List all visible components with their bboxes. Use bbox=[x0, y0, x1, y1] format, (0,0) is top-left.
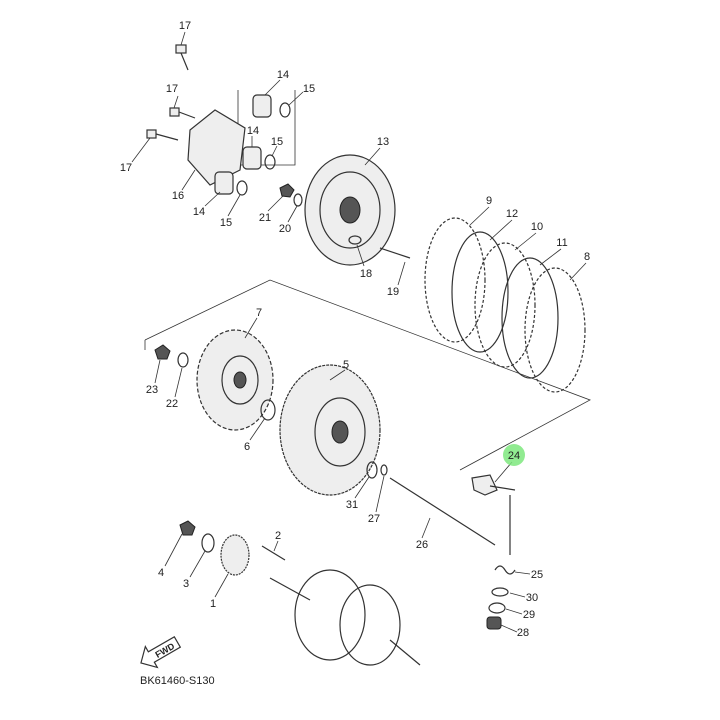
callout-21: 21 bbox=[259, 212, 271, 224]
callout-22: 22 bbox=[166, 398, 178, 410]
callout-31: 31 bbox=[346, 499, 358, 511]
leader-lines bbox=[131, 31, 587, 633]
washer-22 bbox=[177, 352, 189, 368]
callout-18: 18 bbox=[360, 268, 372, 280]
callout-1: 1 bbox=[210, 598, 216, 610]
callout-10: 10 bbox=[531, 221, 543, 233]
callout-23: 23 bbox=[146, 384, 158, 396]
callout-5: 5 bbox=[343, 359, 349, 371]
seal-29 bbox=[488, 602, 506, 614]
callout-17: 17 bbox=[166, 83, 178, 95]
callout-25: 25 bbox=[531, 569, 543, 581]
callout-6: 6 bbox=[244, 441, 250, 453]
callout-27: 27 bbox=[368, 513, 380, 525]
clutch-pack-group-outline bbox=[144, 279, 591, 471]
nut-4 bbox=[179, 520, 196, 536]
spring-25 bbox=[494, 565, 516, 575]
pressure-plate-16 bbox=[187, 109, 246, 186]
callout-4: 4 bbox=[158, 567, 164, 579]
callout-12: 12 bbox=[506, 208, 518, 220]
callout-13: 13 bbox=[377, 136, 389, 148]
callout-3: 3 bbox=[183, 578, 189, 590]
callout-17: 17 bbox=[120, 162, 132, 174]
washer-18 bbox=[348, 235, 362, 245]
bolt-17-low bbox=[146, 129, 179, 141]
nut-23 bbox=[154, 344, 171, 360]
callout-11: 11 bbox=[556, 237, 567, 249]
crankshaft bbox=[269, 569, 421, 666]
primary-gear-7 bbox=[196, 329, 274, 431]
rod-19 bbox=[379, 247, 411, 259]
washers-15 bbox=[236, 102, 291, 196]
callout-15: 15 bbox=[303, 83, 315, 95]
washer-20 bbox=[293, 193, 303, 207]
washer-3 bbox=[201, 533, 215, 553]
fwd-arrow-icon: FWD bbox=[140, 635, 182, 669]
circlip-30 bbox=[491, 587, 509, 597]
callout-19: 19 bbox=[387, 286, 399, 298]
clutch-boss-13 bbox=[304, 154, 396, 266]
callout-9: 9 bbox=[486, 195, 492, 207]
callout-29: 29 bbox=[523, 609, 535, 621]
callout-20: 20 bbox=[279, 223, 291, 235]
callout-15: 15 bbox=[220, 217, 232, 229]
ring-27 bbox=[380, 464, 388, 476]
callout-8: 8 bbox=[584, 251, 590, 263]
o-ring-31 bbox=[366, 461, 378, 479]
callout-26: 26 bbox=[416, 539, 428, 551]
clutch-housing-5 bbox=[279, 364, 381, 496]
washer-6 bbox=[260, 399, 276, 421]
bolt-17-mid bbox=[169, 107, 196, 119]
callout-2: 2 bbox=[275, 530, 281, 542]
callout-17: 17 bbox=[179, 20, 191, 32]
callout-24: 24 bbox=[508, 450, 520, 462]
primary-drive-gear-1 bbox=[220, 534, 250, 576]
friction-plates bbox=[424, 217, 586, 393]
callout-14: 14 bbox=[247, 125, 259, 137]
key-2 bbox=[261, 545, 286, 561]
diagram-code: BK61460-S130 bbox=[140, 675, 215, 687]
callout-15: 15 bbox=[271, 136, 283, 148]
callout-14: 14 bbox=[277, 69, 289, 81]
callout-30: 30 bbox=[526, 592, 538, 604]
push-rod-26 bbox=[389, 477, 496, 546]
bolt-17-top bbox=[175, 44, 189, 71]
nut-21 bbox=[279, 183, 295, 198]
callout-7: 7 bbox=[256, 307, 262, 319]
highlight-marker-24 bbox=[503, 444, 525, 466]
callout-14: 14 bbox=[193, 206, 205, 218]
bearing-28 bbox=[486, 616, 502, 630]
push-lever-24 bbox=[471, 474, 516, 555]
callout-28: 28 bbox=[517, 627, 529, 639]
callout-16: 16 bbox=[172, 190, 184, 202]
